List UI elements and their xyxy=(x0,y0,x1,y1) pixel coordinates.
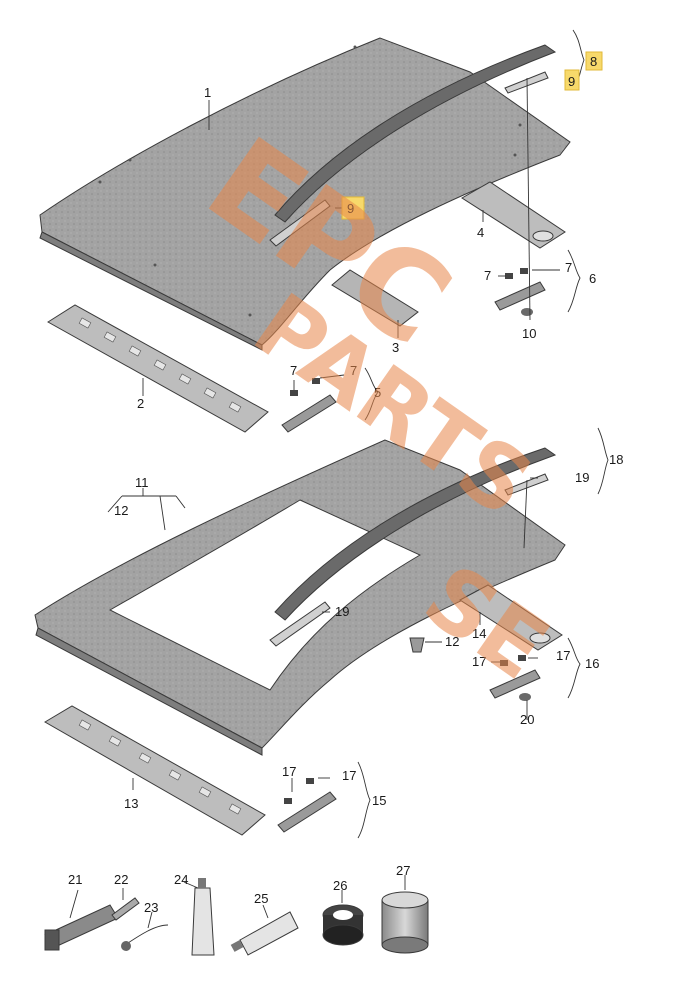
callout-20: 20 xyxy=(520,712,534,727)
callout-16: 16 xyxy=(585,656,599,671)
callout-11: 11 xyxy=(135,475,149,490)
callout-19-a: 19 xyxy=(575,470,589,485)
highlight-callout-9-mid xyxy=(341,196,365,220)
callout-17-a: 17 xyxy=(472,654,486,669)
callout-17-b: 17 xyxy=(556,648,570,663)
callout-21: 21 xyxy=(68,872,82,887)
highlight-callout-8 xyxy=(585,51,603,71)
bracket-6 xyxy=(494,268,546,316)
nozzle-22 xyxy=(111,897,140,921)
callout-9-b: 9 xyxy=(347,201,354,216)
callout-19-b: 19 xyxy=(335,604,349,619)
roof-panel-sunroof xyxy=(34,439,566,756)
tape-roll-26 xyxy=(322,904,364,946)
callout-15: 15 xyxy=(372,793,386,808)
callout-12-b: 12 xyxy=(445,634,459,649)
callout-13: 13 xyxy=(124,796,138,811)
callout-9-a: 9 xyxy=(568,74,575,89)
callout-2: 2 xyxy=(137,396,144,411)
reinforcement-3 xyxy=(331,269,419,327)
callout-12-a: 12 xyxy=(114,503,128,518)
can-27 xyxy=(381,891,429,954)
leader-lines xyxy=(69,29,609,929)
callout-6: 6 xyxy=(589,271,596,286)
highlight-callout-9-top xyxy=(564,69,580,91)
callout-23: 23 xyxy=(144,900,158,915)
hose-23 xyxy=(121,924,169,951)
callout-7-c: 7 xyxy=(290,363,297,378)
callout-14: 14 xyxy=(472,626,486,641)
callout-10: 10 xyxy=(522,326,536,341)
callout-27: 27 xyxy=(396,863,410,878)
callout-7-b: 7 xyxy=(565,260,572,275)
callout-1: 1 xyxy=(204,85,211,100)
tube-24 xyxy=(191,878,215,956)
bracket-5 xyxy=(281,378,337,433)
cross-member-2 xyxy=(47,304,269,433)
callout-4: 4 xyxy=(477,225,484,240)
callout-24: 24 xyxy=(174,872,188,887)
callout-18: 18 xyxy=(609,452,623,467)
callout-labels: 1 2 3 4 5 6 7 7 7 7 8 9 9 10 11 12 12 13… xyxy=(68,54,623,915)
callout-3: 3 xyxy=(392,340,399,355)
callout-7-a: 7 xyxy=(484,268,491,283)
callout-17-c: 17 xyxy=(282,764,296,779)
tube-25 xyxy=(230,911,299,956)
callout-8: 8 xyxy=(590,54,597,69)
callout-25: 25 xyxy=(254,891,268,906)
adhesive-cartridge-21 xyxy=(44,904,119,951)
callout-17-d: 17 xyxy=(342,768,356,783)
reinforcement-4 xyxy=(461,181,566,249)
callout-5: 5 xyxy=(374,385,381,400)
reinforcement-14 xyxy=(459,584,563,651)
callout-22: 22 xyxy=(114,872,128,887)
roof-rail-upper xyxy=(269,44,557,247)
callout-26: 26 xyxy=(333,878,347,893)
callout-7-d: 7 xyxy=(350,363,357,378)
bracket-16 xyxy=(409,637,541,701)
bracket-15 xyxy=(277,778,337,833)
cross-member-13 xyxy=(44,705,266,836)
